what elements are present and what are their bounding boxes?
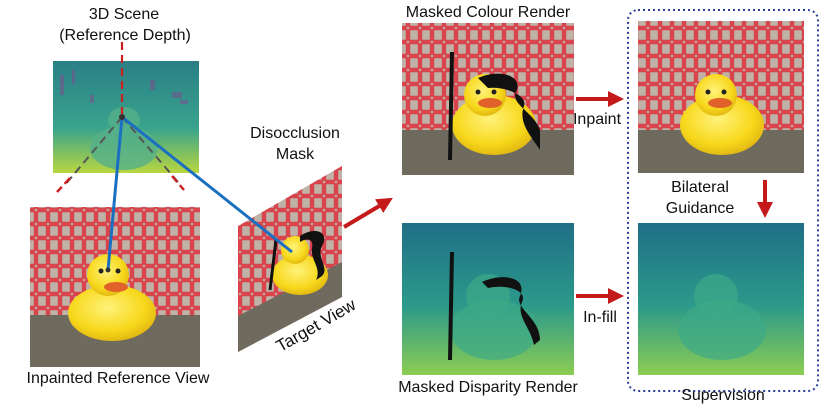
- scene-title-line1: 3D Scene: [62, 5, 186, 24]
- infill-label: In-fill: [572, 308, 628, 327]
- supervision-colour-render: [638, 21, 804, 173]
- bilateral-label-line1: Bilateral: [660, 178, 740, 197]
- masked-colour-render: [402, 23, 574, 175]
- scene-title-line2: (Reference Depth): [40, 26, 210, 45]
- masked-disparity-render: [402, 223, 574, 375]
- inpainted-reference-photo: [30, 207, 200, 367]
- camera-centre-dot: [119, 114, 125, 120]
- inpaint-label: Inpaint: [566, 110, 628, 129]
- inpainted-reference-label: Inpainted Reference View: [0, 369, 236, 388]
- masked-disparity-label: Masked Disparity Render: [368, 378, 608, 397]
- supervision-label: Supervision: [648, 386, 798, 405]
- bilateral-label-line2: Guidance: [660, 199, 740, 218]
- supervision-disparity-render: [638, 223, 804, 375]
- reference-point-dot: [106, 268, 111, 273]
- masked-colour-label: Masked Colour Render: [378, 3, 598, 22]
- scene-depth-panel: [53, 61, 199, 173]
- arrow-to-colour-render: [344, 202, 386, 227]
- disocclusion-label-line2: Mask: [240, 145, 350, 164]
- disocclusion-label-line1: Disocclusion: [240, 124, 350, 143]
